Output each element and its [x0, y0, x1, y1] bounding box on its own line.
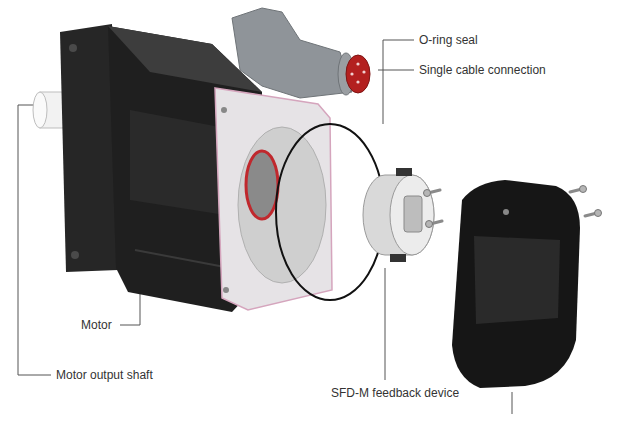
cover-panel: [474, 236, 560, 324]
connector-pins: [350, 62, 365, 83]
motor-groove: [135, 250, 230, 268]
screw-head: [580, 186, 587, 193]
screw-head: [424, 190, 431, 197]
part-label: Single cable connection: [418, 63, 547, 77]
cover-screw: [503, 209, 509, 215]
part-label: O-ring seal: [418, 33, 479, 47]
pin: [350, 72, 353, 75]
shaft-end: [33, 92, 47, 128]
part-label: SFD-M feedback device: [330, 386, 460, 400]
connector-face: [346, 55, 370, 93]
connector-body: [232, 8, 352, 98]
housing-screw: [221, 107, 227, 113]
housing-screw: [223, 287, 229, 293]
pin: [356, 80, 359, 83]
screw-head: [426, 221, 433, 228]
leader-line: [18, 105, 51, 375]
rear-housing: [215, 88, 332, 310]
flange-hole: [69, 44, 77, 52]
flange-hole: [71, 251, 79, 259]
leader-line: [512, 392, 513, 414]
leader-line: [383, 40, 414, 124]
encoder-face: [390, 175, 434, 255]
encoder-cap: [404, 196, 422, 232]
pin: [362, 70, 365, 73]
housing-opening: [238, 127, 326, 283]
screw-head: [595, 210, 602, 217]
leader-line: [385, 268, 386, 380]
motor-side-panel: [130, 110, 225, 215]
leader-line: [378, 70, 414, 71]
encoder-tab: [396, 168, 412, 176]
encoder-tab: [390, 254, 406, 262]
part-label: Motor output shaft: [55, 368, 154, 382]
pin: [356, 62, 359, 65]
rotor-ring: [246, 151, 278, 219]
encoder-body: [363, 175, 434, 255]
part-label: Motor: [80, 318, 113, 332]
rear-cover: [452, 180, 580, 388]
